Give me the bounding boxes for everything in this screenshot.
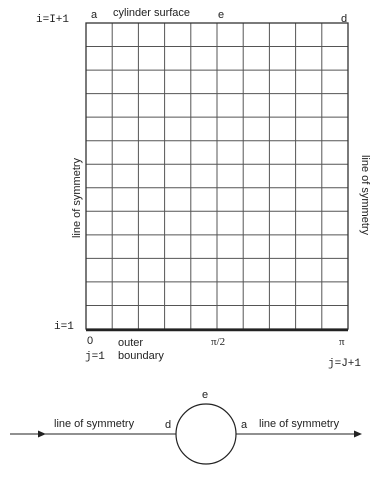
physical-point-d: d xyxy=(165,419,171,431)
column-label-right: j=J+1 xyxy=(328,358,361,370)
tick-label-0: 0 xyxy=(87,335,93,347)
top-mid-label-e: e xyxy=(218,9,224,21)
top-edge-label: cylinder surface xyxy=(113,7,190,19)
right-arrow-head xyxy=(354,430,362,438)
grid-lines xyxy=(86,23,348,329)
physical-right-line-label: line of symmetry xyxy=(259,418,340,430)
physical-point-e: e xyxy=(202,389,208,401)
corner-label-a: a xyxy=(91,9,98,21)
column-label-left: j=1 xyxy=(85,351,105,363)
row-label-bottom: i=1 xyxy=(54,321,74,333)
left-edge-label: line of symmetry xyxy=(71,157,83,238)
corner-label-d: d xyxy=(341,13,347,25)
tick-label-pi: π xyxy=(339,336,345,348)
row-label-top: i=I+1 xyxy=(36,14,69,26)
physical-point-a: a xyxy=(241,419,248,431)
cylinder-circle xyxy=(175,403,237,465)
right-edge-label: line of symmetry xyxy=(359,155,371,236)
bottom-edge-label-outer: outer xyxy=(118,337,143,349)
tick-label-pi-half: π/2 xyxy=(211,336,225,348)
bottom-edge-label-boundary: boundary xyxy=(118,350,164,362)
physical-left-line-label: line of symmetry xyxy=(54,418,135,430)
left-arrow-head xyxy=(38,430,46,438)
